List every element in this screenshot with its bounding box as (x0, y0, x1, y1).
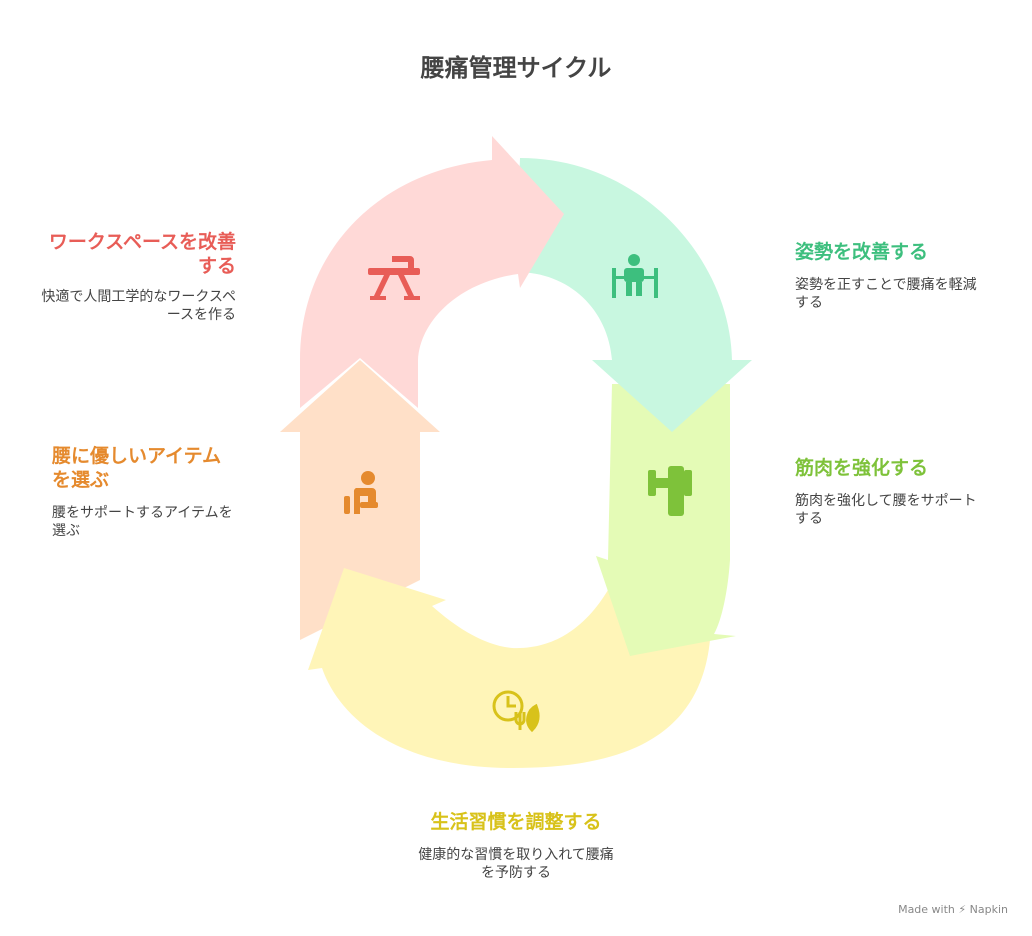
step-label-posture: 姿勢を改善する (795, 241, 929, 263)
made-with-text: Made with (898, 903, 955, 916)
cycle-arrow-workspace (300, 136, 564, 408)
step-label-strengthen: 筋肉を強化する (795, 457, 929, 479)
dumbbell-icon (648, 466, 692, 516)
step-label-lifestyle: 生活習慣を調整する (430, 811, 602, 833)
sitting-person-icon (344, 471, 378, 514)
step-desc-choose-items: 腰をサポートするアイテムを選ぶ (52, 505, 233, 539)
made-with-napkin-footer: Made with ⚡︎ Napkin (898, 903, 1008, 916)
cycle-arrow-posture (516, 158, 752, 432)
posture-figure-icon (612, 254, 658, 298)
step-desc-lifestyle: 健康的な習慣を取り入れて腰痛を予防する (418, 847, 614, 881)
napkin-brand-text: Napkin (969, 903, 1008, 916)
step-label-choose-items: 腰に優しいアイテムを選ぶ (52, 445, 222, 491)
ergonomic-desk-icon (368, 256, 420, 300)
clock-fork-leaf-icon (492, 690, 540, 733)
step-desc-workspace: 快適で人間工学的なワークスペースを作る (41, 289, 236, 323)
step-desc-strengthen: 筋肉を強化して腰をサポートする (795, 493, 977, 527)
diagram-title: 腰痛管理サイクル (420, 54, 612, 82)
napkin-logo-icon: ⚡︎ (958, 903, 967, 916)
step-desc-posture: 姿勢を正すことで腰痛を軽減する (795, 277, 977, 311)
cycle-arrow-lifestyle (308, 568, 710, 768)
cycle-arrow-strengthen (596, 384, 736, 656)
step-label-workspace: ワークスペースを改善する (48, 231, 236, 277)
